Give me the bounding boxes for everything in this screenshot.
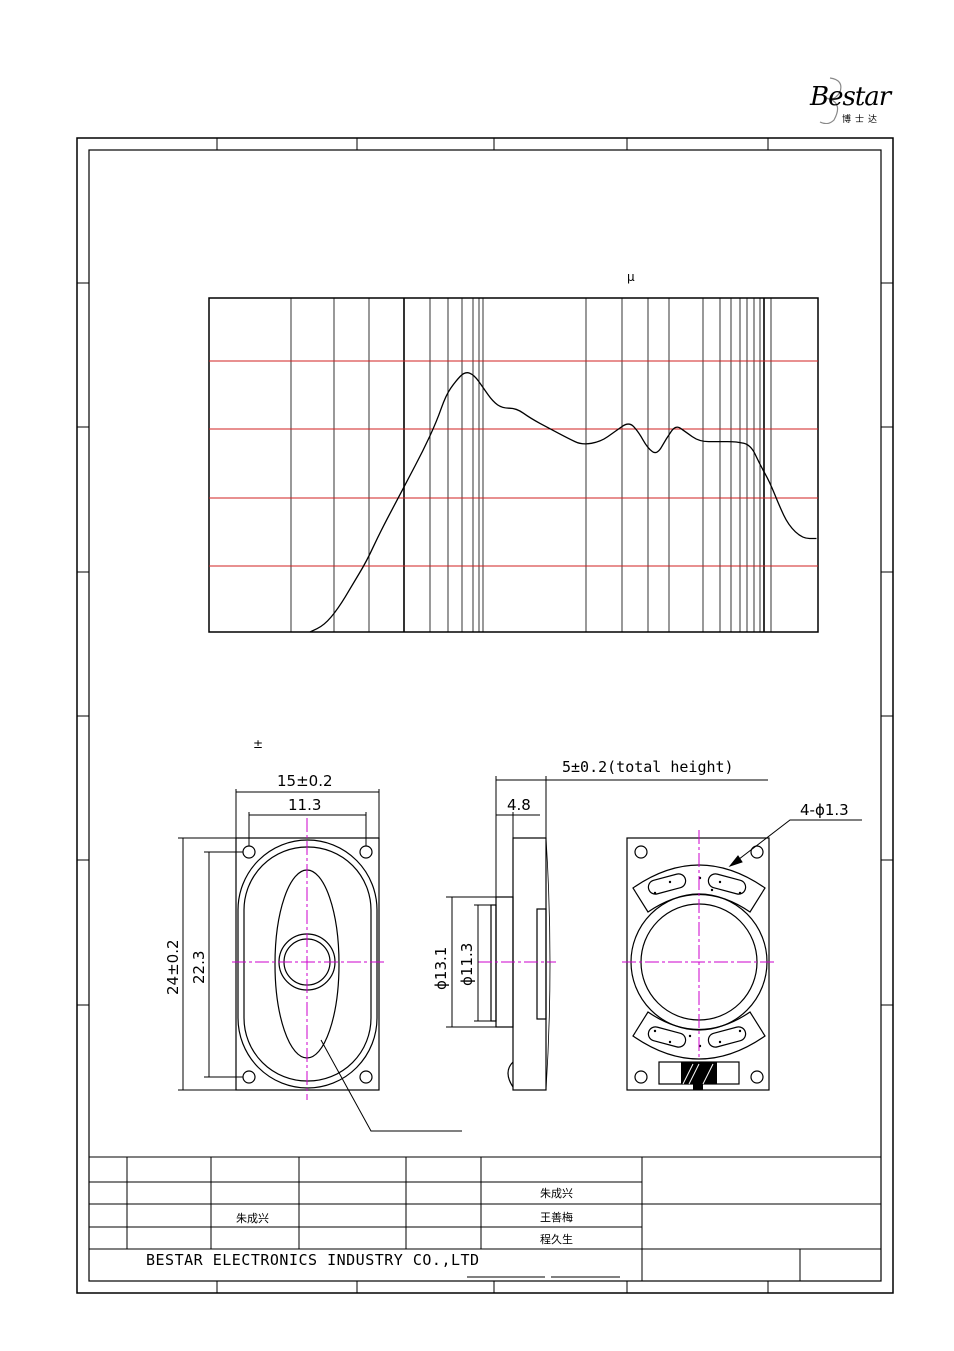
front-view (235, 837, 462, 1132)
tb-drawn-by: 朱成兴 (540, 1187, 573, 1200)
logo-subtitle: 博士达 (842, 115, 882, 125)
side-body (512, 837, 547, 1091)
dim-width-total: 15±0.2 (277, 772, 333, 790)
dim-dia-inner: ϕ11.3 (458, 943, 476, 986)
back-vent-top (632, 864, 766, 913)
back-slot-tl (647, 873, 687, 895)
back-hole-tl (634, 845, 648, 859)
tb-designed-by: 朱成兴 (236, 1212, 269, 1225)
chart-frame (208, 297, 819, 633)
leader-line (320, 1039, 462, 1132)
logo-wordmark: Bestar (810, 82, 891, 112)
logo-swirl (819, 77, 842, 124)
back-view (626, 837, 770, 1091)
front-centerlines (232, 818, 386, 1100)
tb-checked-by: 王善梅 (540, 1211, 573, 1224)
dim-holes: 4-ϕ1.3 (800, 801, 849, 819)
chart-unit-annotation: μ (627, 270, 635, 284)
front-hole-tr (359, 845, 373, 859)
side-cone-step (536, 908, 547, 1020)
inner-border (88, 149, 882, 1282)
dim-width-hole: 11.3 (288, 796, 321, 814)
back-hole-br (750, 1070, 764, 1084)
back-slot-br (707, 1026, 747, 1048)
dim-height-hole: 22.3 (190, 951, 208, 984)
front-hole-br (359, 1070, 373, 1084)
back-hole-bl (634, 1070, 648, 1084)
zone-ticks (77, 138, 893, 1293)
dim-total-height: 5±0.2(total height) (562, 758, 734, 776)
side-terminal (507, 1061, 514, 1088)
frequency-chart (208, 297, 819, 633)
side-cone-curve (545, 837, 551, 1091)
back-slot-tr (707, 873, 747, 895)
back-frame (626, 837, 770, 1091)
company-name: BESTAR ELECTRONICS INDUSTRY CO.,LTD (146, 1251, 480, 1269)
back-terminal-fill (681, 1062, 717, 1090)
bestar-logo: Bestar 博士达 (806, 77, 906, 128)
front-hole-bl (242, 1070, 256, 1084)
back-terminal-hatch (682, 1063, 714, 1085)
title-block (88, 1156, 882, 1282)
holes-leader (728, 819, 862, 868)
dim-height-total: 24±0.2 (164, 939, 182, 995)
chart-horizontal-grid (209, 360, 818, 567)
back-slot-bl (647, 1026, 687, 1048)
dim-depth: 4.8 (507, 796, 531, 814)
back-hole-tr (750, 845, 764, 859)
tolerance-note: ± (253, 737, 264, 751)
back-vent-bottom (632, 1011, 766, 1060)
front-hole-tl (242, 845, 256, 859)
tb-approved-by: 程久生 (540, 1233, 573, 1246)
back-centerlines (622, 830, 776, 1060)
chart-vertical-grid (290, 298, 772, 632)
front-dimensions (178, 789, 380, 1091)
side-magnet-inner (490, 904, 497, 1022)
side-dimensions (446, 776, 768, 1028)
side-view (490, 837, 551, 1091)
dim-dia-outer: ϕ13.1 (432, 947, 450, 990)
response-curve (309, 372, 817, 633)
response-curve-layer (309, 372, 817, 633)
